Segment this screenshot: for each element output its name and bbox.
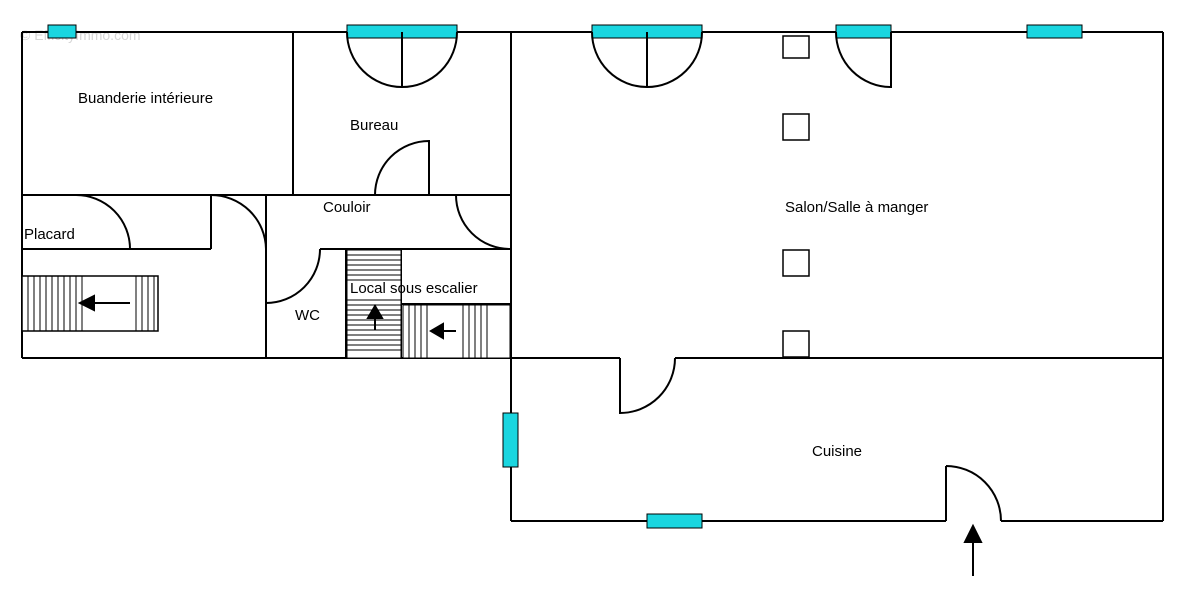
stair-right-treads — [408, 305, 488, 358]
door-bureau — [374, 139, 430, 196]
room-label-buanderie: Buanderie intérieure — [78, 90, 213, 107]
door-couloir-right — [455, 194, 511, 250]
window-salon-right — [1026, 24, 1083, 39]
door-salon-french — [591, 31, 703, 89]
stair-middle — [346, 249, 402, 359]
entrance-arrow-icon — [963, 523, 983, 576]
window-salon-middle — [835, 24, 892, 39]
door-bureau-french — [346, 31, 458, 89]
door-wc — [210, 194, 321, 304]
column-4 — [782, 330, 810, 358]
room-label-wc: WC — [295, 307, 320, 324]
column-1 — [782, 35, 810, 59]
window-buanderie — [47, 24, 77, 39]
door-placard — [75, 194, 131, 250]
watermark-text: © EfficityImmo.com — [20, 27, 141, 43]
stair-left-treads — [27, 276, 155, 331]
door-salon-top — [835, 31, 892, 89]
column-3 — [782, 249, 810, 277]
windows — [47, 24, 1083, 529]
stair-right — [402, 304, 511, 359]
room-label-couloir: Couloir — [323, 199, 371, 216]
door-entrance — [945, 465, 1002, 522]
columns — [782, 35, 810, 358]
doors — [75, 31, 1002, 522]
stairs — [21, 249, 511, 359]
room-label-local: Local sous escalier — [350, 280, 478, 297]
room-label-bureau: Bureau — [350, 117, 398, 134]
window-cuisine-bottom — [646, 513, 703, 529]
stair-middle-arrow — [366, 304, 384, 330]
column-2 — [782, 113, 810, 141]
room-label-placard: Placard — [24, 226, 75, 243]
room-label-salon: Salon/Salle à manger — [785, 199, 928, 216]
stair-right-arrow — [429, 322, 456, 340]
stair-left-arrow — [77, 294, 130, 312]
window-cuisine-left — [502, 412, 519, 468]
room-label-cuisine: Cuisine — [812, 443, 862, 460]
door-cuisine-salon — [619, 357, 676, 415]
